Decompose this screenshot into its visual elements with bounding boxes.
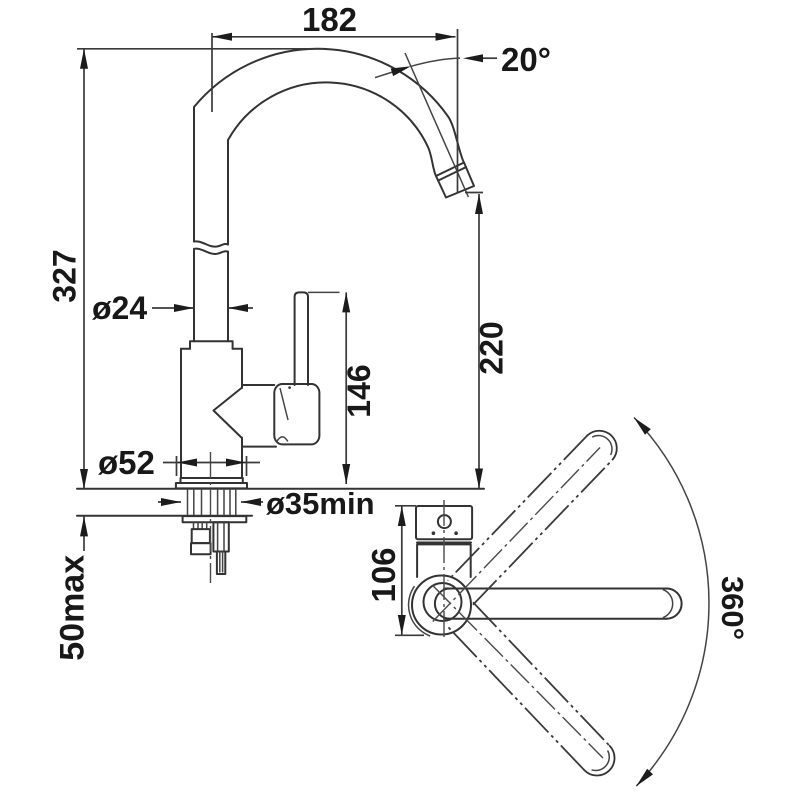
svg-text:ø35min: ø35min — [266, 486, 375, 521]
svg-text:ø24: ø24 — [92, 290, 147, 326]
svg-text:ø52: ø52 — [98, 444, 155, 481]
svg-text:220: 220 — [474, 321, 510, 374]
svg-text:360°: 360° — [715, 576, 750, 640]
svg-text:182: 182 — [302, 1, 357, 38]
svg-text:327: 327 — [47, 249, 83, 302]
svg-text:50max: 50max — [54, 555, 92, 661]
svg-text:20°: 20° — [501, 41, 551, 78]
svg-text:106: 106 — [365, 547, 402, 602]
svg-text:146: 146 — [341, 364, 377, 417]
